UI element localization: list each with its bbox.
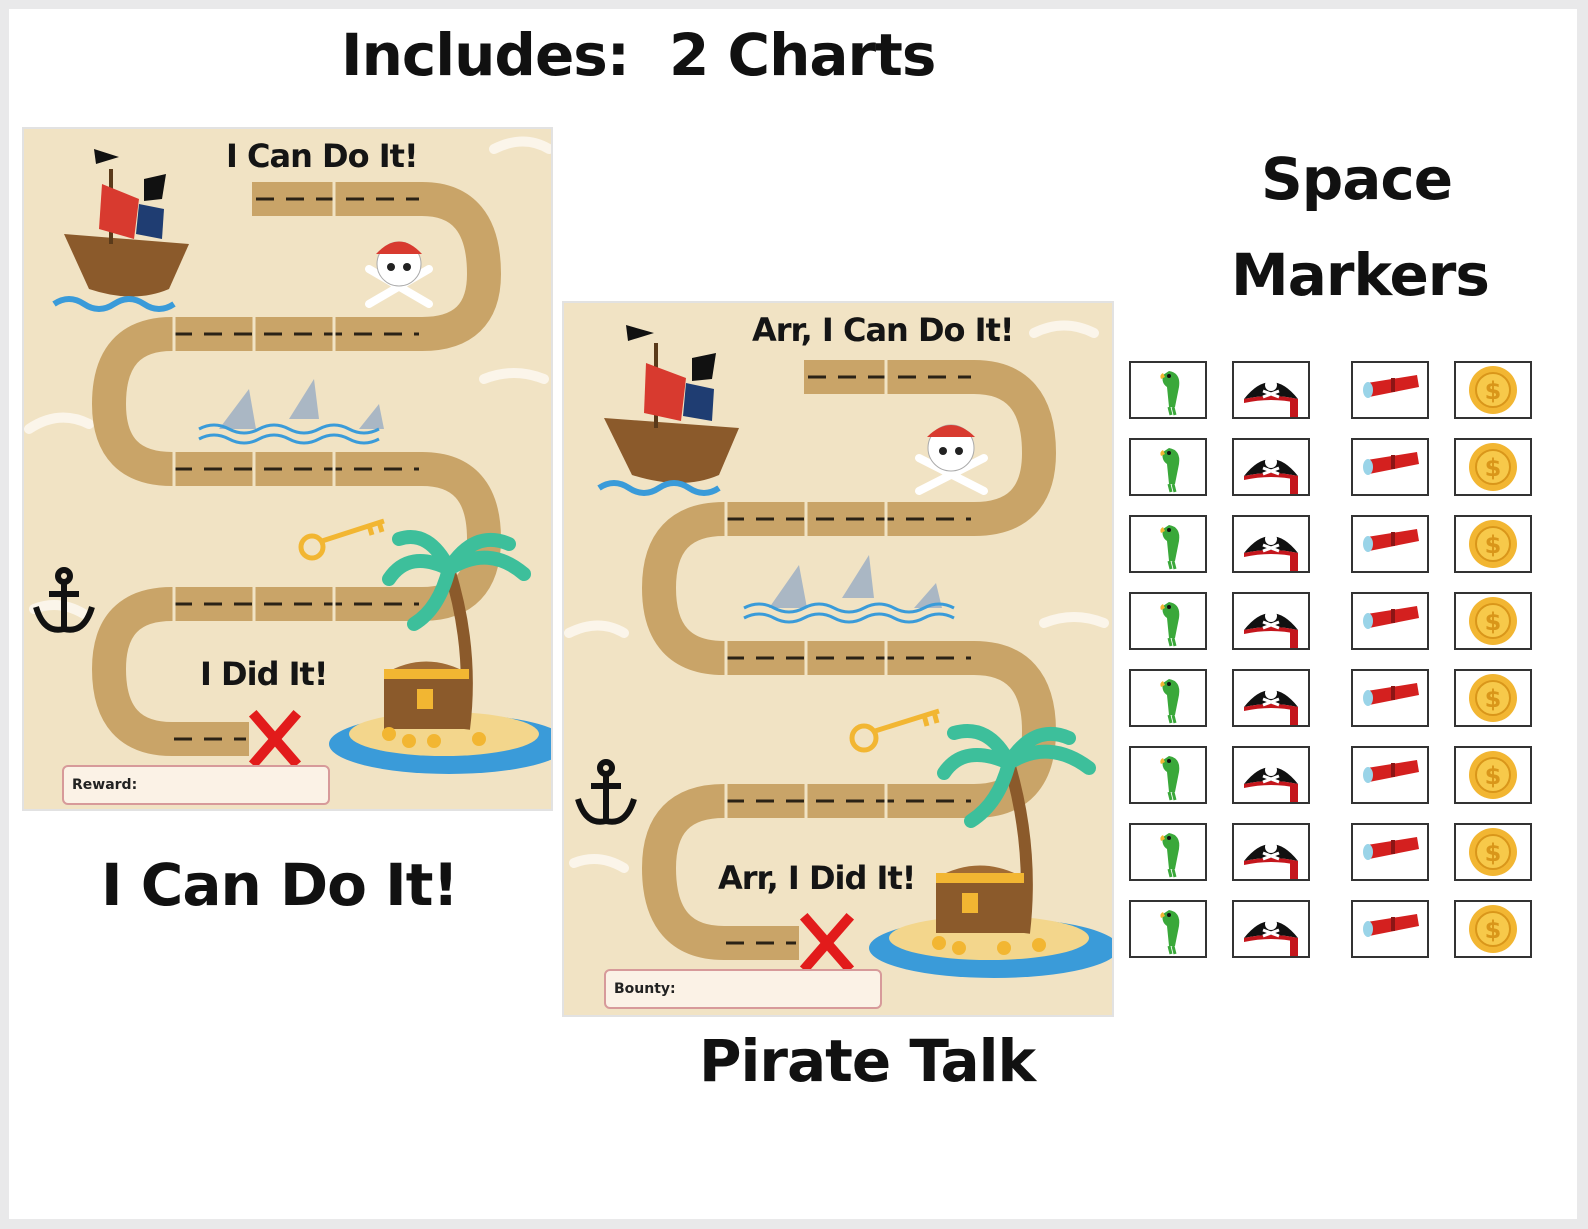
space-marker-gold-coin: $ — [1454, 746, 1532, 804]
sharks-icon — [743, 555, 955, 624]
space-marker-telescope — [1351, 515, 1429, 573]
space-marker-parrot — [1129, 515, 1207, 573]
finish-x-mark — [248, 709, 302, 769]
svg-text:$: $ — [1485, 685, 1502, 713]
includes-label: Includes: — [341, 21, 630, 89]
skull-crossbones-icon — [915, 424, 988, 495]
svg-text:$: $ — [1485, 377, 1502, 405]
chart-one-title: I Can Do It! — [226, 137, 419, 175]
space-marker-parrot — [1129, 592, 1207, 650]
space-marker-parrot — [1129, 438, 1207, 496]
space-marker-gold-coin: $ — [1454, 515, 1532, 573]
treasure-island-icon — [329, 530, 551, 774]
svg-text:$: $ — [1485, 916, 1502, 944]
space-marker-pirate-hat — [1232, 746, 1310, 804]
space-marker-pirate-hat — [1232, 900, 1310, 958]
space-marker-telescope — [1351, 438, 1429, 496]
product-sheet: Includes: 2 Charts — [9, 9, 1577, 1219]
reward-label: Reward: — [72, 777, 138, 793]
space-marker-parrot — [1129, 669, 1207, 727]
finish-x-mark — [799, 912, 855, 974]
chart-two-finish-text: Arr, I Did It! — [718, 859, 916, 897]
chart-two-title: Arr, I Can Do It! — [752, 311, 1014, 349]
space-markers-heading-line1: Space — [1261, 145, 1453, 213]
space-marker-gold-coin: $ — [1454, 669, 1532, 727]
space-marker-parrot — [1129, 823, 1207, 881]
pirate-ship-icon — [52, 149, 189, 312]
space-markers-grid: $ $ $ $ $ $ $ $ — [1129, 361, 1549, 971]
space-marker-pirate-hat — [1232, 361, 1310, 419]
svg-text:$: $ — [1485, 608, 1502, 636]
space-marker-pirate-hat — [1232, 515, 1310, 573]
chart-one-finish-text: I Did It! — [200, 655, 328, 693]
chart-i-can-do-it: I Can Do It! I Did It! Reward: — [22, 127, 553, 811]
space-marker-telescope — [1351, 746, 1429, 804]
svg-text:$: $ — [1485, 454, 1502, 482]
chart-one-caption: I Can Do It! — [101, 851, 459, 919]
chart-two-board — [564, 320, 1112, 978]
space-marker-telescope — [1351, 361, 1429, 419]
key-icon — [849, 708, 940, 753]
svg-text:$: $ — [1485, 839, 1502, 867]
charts-count-label: 2 Charts — [669, 21, 936, 89]
space-marker-pirate-hat — [1232, 592, 1310, 650]
treasure-island-icon — [869, 724, 1112, 978]
space-marker-telescope — [1351, 592, 1429, 650]
space-marker-gold-coin: $ — [1454, 438, 1532, 496]
bounty-label: Bounty: — [614, 981, 676, 997]
space-marker-pirate-hat — [1232, 823, 1310, 881]
pirate-ship-icon — [597, 325, 739, 496]
space-marker-gold-coin: $ — [1454, 592, 1532, 650]
reward-field[interactable]: Reward: — [62, 765, 330, 805]
space-marker-pirate-hat — [1232, 669, 1310, 727]
space-markers-heading-line2: Markers — [1231, 241, 1490, 309]
space-marker-telescope — [1351, 823, 1429, 881]
chart-two-caption: Pirate Talk — [699, 1027, 1036, 1095]
chart-one-board — [24, 136, 551, 774]
space-marker-parrot — [1129, 900, 1207, 958]
space-marker-parrot — [1129, 746, 1207, 804]
skull-crossbones-icon — [365, 241, 433, 308]
bounty-field[interactable]: Bounty: — [604, 969, 882, 1009]
space-marker-gold-coin: $ — [1454, 900, 1532, 958]
sharks-icon — [198, 379, 384, 445]
svg-text:$: $ — [1485, 762, 1502, 790]
space-marker-gold-coin: $ — [1454, 823, 1532, 881]
chart-arr-i-can-do-it: Arr, I Can Do It! Arr, I Did It! Bounty: — [562, 301, 1114, 1017]
space-marker-telescope — [1351, 900, 1429, 958]
anchor-icon — [33, 567, 95, 633]
space-marker-pirate-hat — [1232, 438, 1310, 496]
space-marker-gold-coin: $ — [1454, 361, 1532, 419]
key-icon — [298, 518, 385, 561]
space-marker-telescope — [1351, 669, 1429, 727]
svg-text:$: $ — [1485, 531, 1502, 559]
space-marker-parrot — [1129, 361, 1207, 419]
anchor-icon — [575, 759, 637, 825]
